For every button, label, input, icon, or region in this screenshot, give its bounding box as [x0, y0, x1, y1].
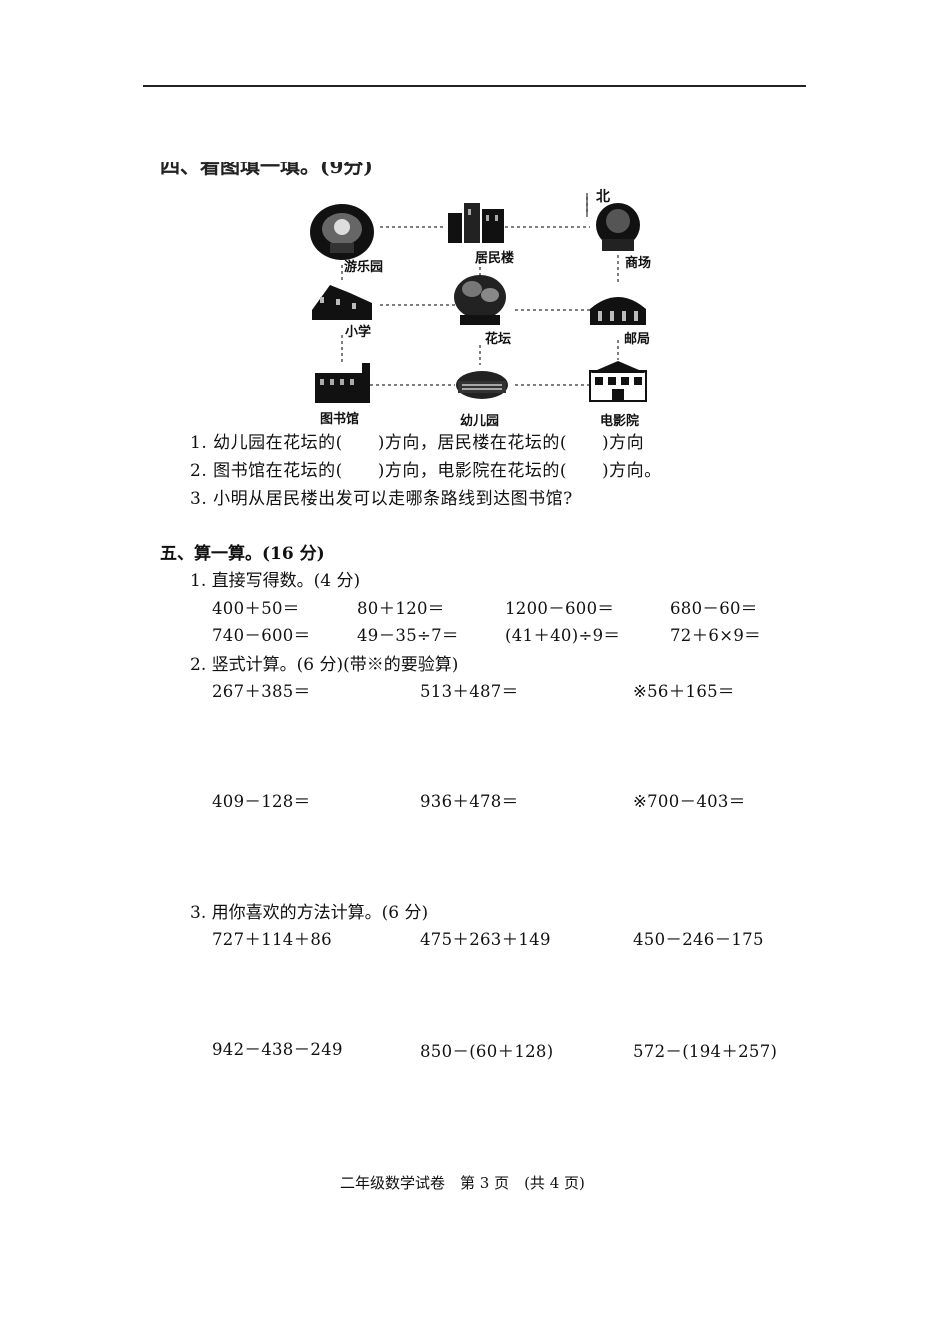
page-footer: 二年级数学试卷 第 3 页 (共 4 页)	[340, 1174, 585, 1192]
direction-map	[310, 193, 647, 403]
cinema-icon	[589, 361, 647, 402]
mixed-calc-1: 727＋114＋86	[212, 930, 332, 949]
shopping-mall-icon	[596, 203, 640, 251]
primary-school-icon	[312, 285, 372, 320]
residential-building-icon	[448, 203, 504, 243]
label-post-office: 邮局	[624, 332, 651, 347]
oral-calc-1: 400＋50＝	[212, 599, 300, 618]
vertical-calc-3: ※56＋165＝	[633, 682, 735, 701]
mixed-calc-6: 572－(194＋257)	[633, 1042, 778, 1061]
map-section-heading: 四、看图填一填。(9分)	[160, 162, 373, 178]
vertical-calc-1: 267＋385＝	[212, 682, 311, 701]
vertical-calc-6: ※700－403＝	[633, 792, 746, 811]
post-office-icon	[590, 297, 646, 325]
oral-calc-5: 740－600＝	[212, 626, 311, 645]
oral-calc-6: 49－35÷7＝	[357, 626, 459, 645]
label-cinema: 电影院	[600, 414, 640, 429]
label-flower-bed: 花坛	[485, 332, 512, 347]
section-5-title: 五、算一算。(16 分)	[160, 544, 325, 564]
library-icon	[315, 363, 370, 403]
part-3-title: 3. 用你喜欢的方法计算。(6 分)	[190, 903, 429, 923]
label-primary-school: 小学	[345, 325, 372, 340]
label-residential-building: 居民楼	[475, 251, 515, 266]
vertical-calc-5: 936＋478＝	[420, 792, 519, 811]
mixed-calc-2: 475＋263＋149	[420, 930, 551, 949]
map-question-3: 3. 小明从居民楼出发可以走哪条路线到达图书馆?	[190, 489, 573, 509]
top-rule	[143, 85, 806, 87]
part-1-title: 1. 直接写得数。(4 分)	[190, 571, 361, 591]
oral-calc-2: 80＋120＝	[357, 599, 445, 618]
north-label: 北	[596, 189, 610, 205]
kindergarten-icon	[456, 371, 508, 399]
map-question-2: 2. 图书馆在花坛的( )方向，电影院在花坛的( )方向。	[190, 461, 662, 481]
label-kindergarten: 幼儿园	[460, 414, 500, 429]
mixed-calc-4: 942－438－249	[212, 1040, 343, 1059]
part-2-title: 2. 竖式计算。(6 分)(带※的要验算)	[190, 655, 459, 675]
vertical-calc-4: 409－128＝	[212, 792, 311, 811]
oral-calc-4: 680－60＝	[670, 599, 758, 618]
label-library: 图书馆	[320, 412, 360, 427]
oral-calc-8: 72＋6×9＝	[670, 626, 761, 645]
mixed-calc-5: 850－(60＋128)	[420, 1042, 554, 1061]
vertical-calc-2: 513＋487＝	[420, 682, 519, 701]
flower-bed-icon	[454, 275, 506, 325]
amusement-park-icon	[310, 204, 374, 260]
oral-calc-3: 1200－600＝	[505, 599, 615, 618]
mixed-calc-3: 450－246－175	[633, 930, 764, 949]
map-question-1: 1. 幼儿园在花坛的( )方向，居民楼在花坛的( )方向	[190, 433, 645, 453]
oral-calc-7: (41＋40)÷9＝	[505, 626, 621, 645]
label-shopping-mall: 商场	[625, 256, 652, 271]
label-amusement-park: 游乐园	[344, 260, 384, 275]
